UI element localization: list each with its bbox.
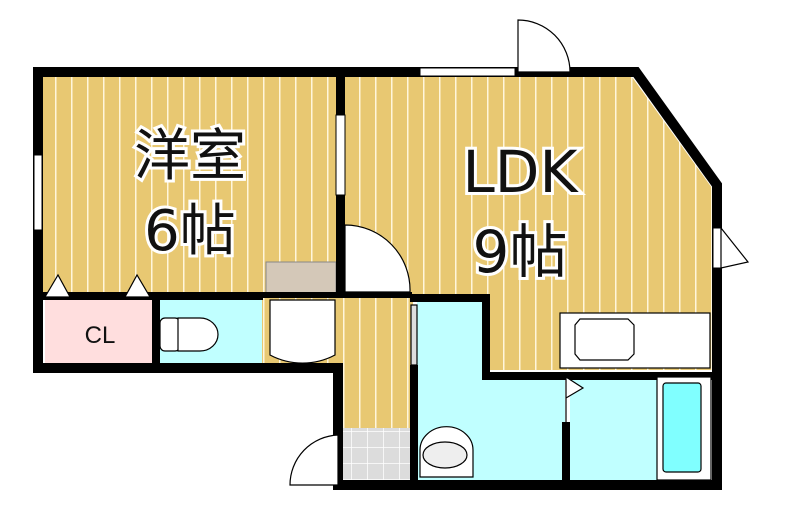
outer-wall [33,67,722,490]
ldk-size: 9帖 [473,218,568,286]
western-room-size: 6帖 [144,199,236,264]
ldk-name: LDK [462,138,579,206]
ldk-door [344,224,411,293]
side-window-sash [720,226,750,269]
western-room-floor [43,77,340,295]
closet-label: CL [85,322,116,349]
bathtub-icon [656,376,712,481]
hallway-floor-lower [343,297,413,432]
western-room-name: 洋室 [134,124,246,189]
closet-floor [45,298,155,365]
windows [33,67,722,269]
storage-shelf [265,261,337,296]
closet-doors [43,273,152,298]
sink-icon [574,318,635,361]
hall-door [269,299,336,364]
kitchen-counter [559,312,711,369]
balcony-door [517,19,571,73]
entrance-door [289,434,339,486]
bath-door [565,376,585,422]
toilet-icon [159,317,219,352]
doors [43,19,750,486]
washbasin-icon [419,426,474,478]
genkan-tiles [343,428,413,480]
